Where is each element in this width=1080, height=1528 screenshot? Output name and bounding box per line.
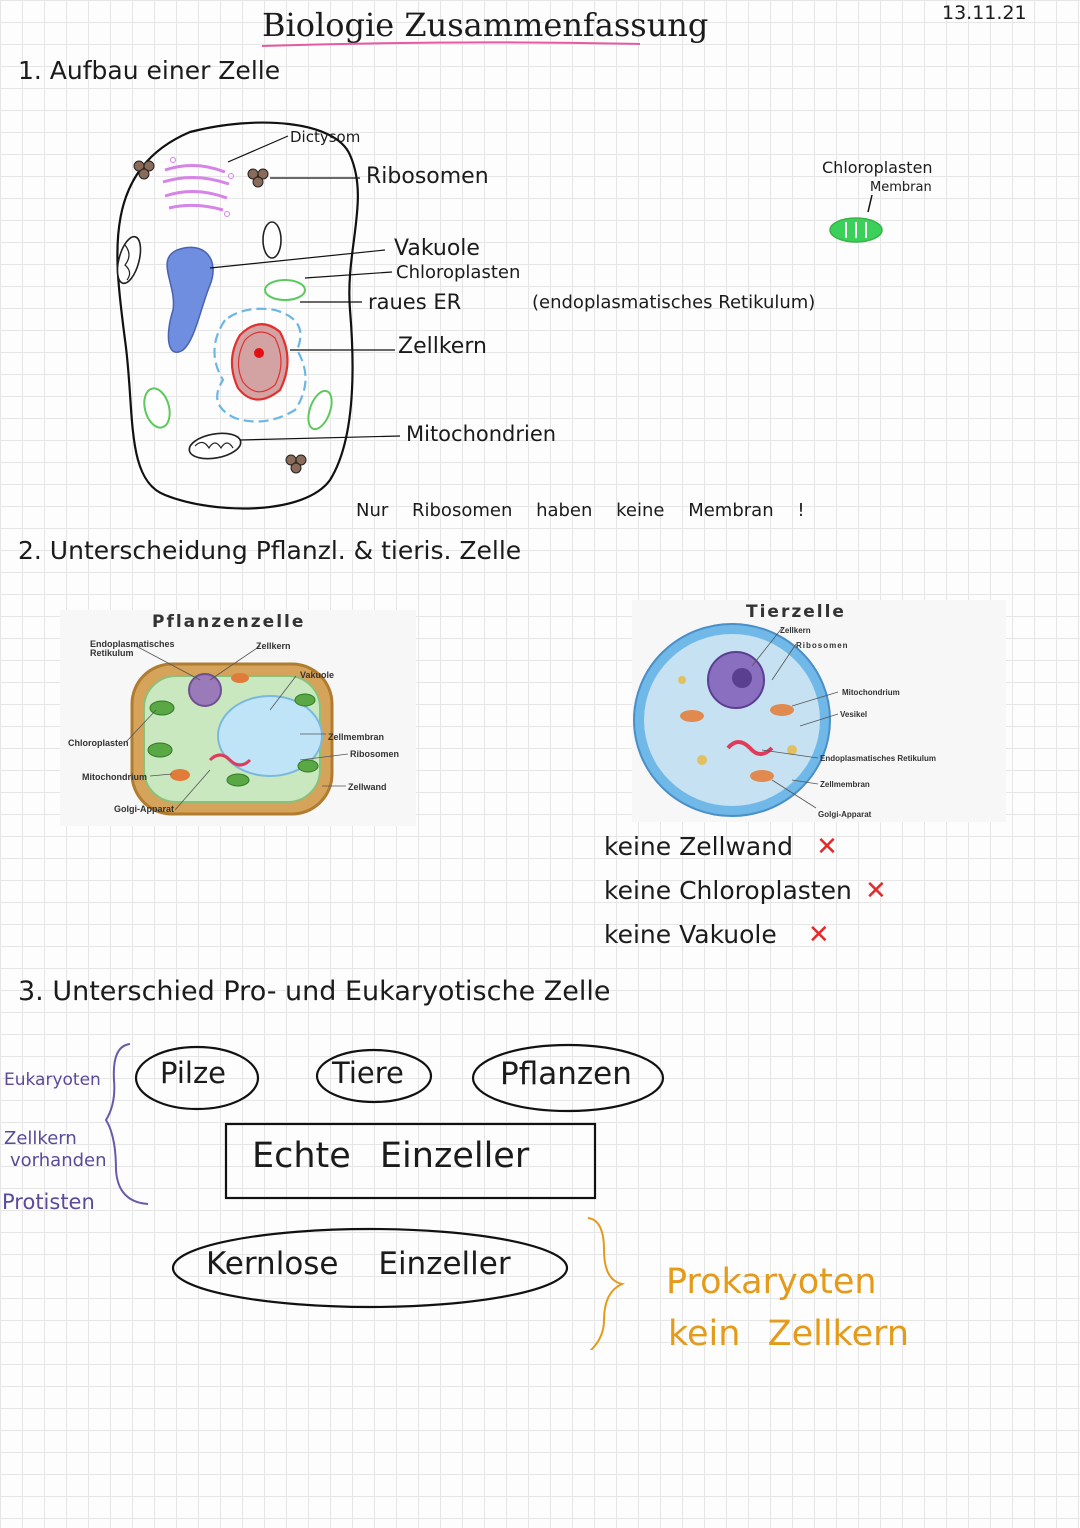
animal-label-ribosomen: Ribosomen <box>796 641 849 650</box>
plant-cell-panel: Pflanzenzelle Endoplasmatisches Retikulu… <box>60 610 416 826</box>
section3-heading: 3. Unterschied Pro- und Eukaryotische Ze… <box>18 976 611 1007</box>
label-chloroplasten: Chloroplasten <box>396 262 521 283</box>
zellkern-vorhanden-2: vorhanden <box>10 1150 107 1171</box>
protisten-label: Protisten <box>2 1190 95 1214</box>
label-raues-er: raues ER <box>368 290 462 314</box>
kein-zellkern-label: kein Zellkern <box>668 1314 910 1354</box>
animal-label-vesikel: Vesikel <box>840 710 868 719</box>
plant-cell-title: Pflanzenzelle <box>152 612 306 632</box>
difference-item: keine Chloroplasten ✕ <box>604 876 887 920</box>
label-zellkern: Zellkern <box>398 334 487 359</box>
difference-text: keine Vakuole <box>604 920 777 949</box>
animal-label-golgi: Golgi-Apparat <box>818 810 872 819</box>
plant-label-mitochondrium: Mitochondrium <box>82 772 147 782</box>
animal-label-er: Endoplasmatisches Retikulum <box>820 754 937 763</box>
page-title: Biologie Zusammenfassung <box>262 6 709 44</box>
ribosomen-note: Nur Ribosomen haben keine Membran ! <box>356 500 805 521</box>
animal-cell-image <box>633 623 839 817</box>
label-dictysom: Dictysom <box>290 128 361 146</box>
group-pilze: Pilze <box>160 1056 227 1090</box>
kernlose-einzeller: Kernlose Einzeller <box>206 1246 511 1282</box>
date: 13.11.21 <box>942 2 1027 24</box>
plant-label-chloroplasten: Chloroplasten <box>68 738 129 748</box>
plant-label-vakuole: Vakuole <box>300 670 335 680</box>
animal-label-zellmembran: Zellmembran <box>820 780 870 789</box>
cell-label-lines <box>209 135 883 441</box>
plant-label-zellmembran: Zellmembran <box>328 732 385 742</box>
section2-heading: 2. Unterscheidung Pflanzl. & tieris. Zel… <box>18 536 522 565</box>
group-tiere: Tiere <box>332 1056 404 1090</box>
label-er-full: (endoplasmatisches Retikulum) <box>532 292 816 313</box>
group-ellipses <box>134 1043 665 1350</box>
cross-icon: ✕ <box>816 832 838 862</box>
differences-list: keine Zellwand ✕ keine Chloroplasten ✕ k… <box>604 832 887 964</box>
animal-cell-panel: Tierzelle Zellkern Ribosomen Mitochondri… <box>632 600 1006 822</box>
difference-item: keine Zellwand ✕ <box>604 832 887 876</box>
eukaryoten-brace <box>104 1043 149 1205</box>
prokaryoten-label: Prokaryoten <box>666 1262 877 1302</box>
difference-text: keine Chloroplasten <box>604 876 852 905</box>
title-underline <box>261 41 641 47</box>
label-mitochondrien: Mitochondrien <box>406 422 557 446</box>
label-chloroplasten-title: Chloroplasten <box>822 158 933 177</box>
zellkern-vorhanden-1: Zellkern <box>4 1128 77 1149</box>
cross-icon: ✕ <box>864 876 887 906</box>
animal-cell-title: Tierzelle <box>746 602 846 622</box>
plant-label-zellwand: Zellwand <box>348 782 387 792</box>
label-membran: Membran <box>870 180 932 195</box>
group-pflanzen: Pflanzen <box>500 1056 632 1092</box>
echte-einzeller: Echte Einzeller <box>252 1136 530 1176</box>
cross-icon: ✕ <box>807 920 830 950</box>
cell-drawing <box>116 121 359 510</box>
plant-label-zellkern: Zellkern <box>256 641 291 651</box>
eukaryoten-label: Eukaryoten <box>4 1070 101 1090</box>
plant-label-er: Endoplasmatisches Retikulum <box>90 639 175 658</box>
plant-label-golgi: Golgi-Apparat <box>114 804 174 814</box>
difference-text: keine Zellwand <box>604 832 793 861</box>
label-vakuole: Vakuole <box>394 236 480 261</box>
label-ribosomen: Ribosomen <box>366 164 489 189</box>
plant-cell-image <box>125 645 349 816</box>
animal-label-mitochondrium: Mitochondrium <box>842 688 900 697</box>
animal-label-zellkern: Zellkern <box>780 626 811 635</box>
difference-item: keine Vakuole ✕ <box>604 920 887 964</box>
section1-heading: 1. Aufbau einer Zelle <box>18 56 281 85</box>
plant-label-ribosomen: Ribosomen <box>350 749 400 759</box>
